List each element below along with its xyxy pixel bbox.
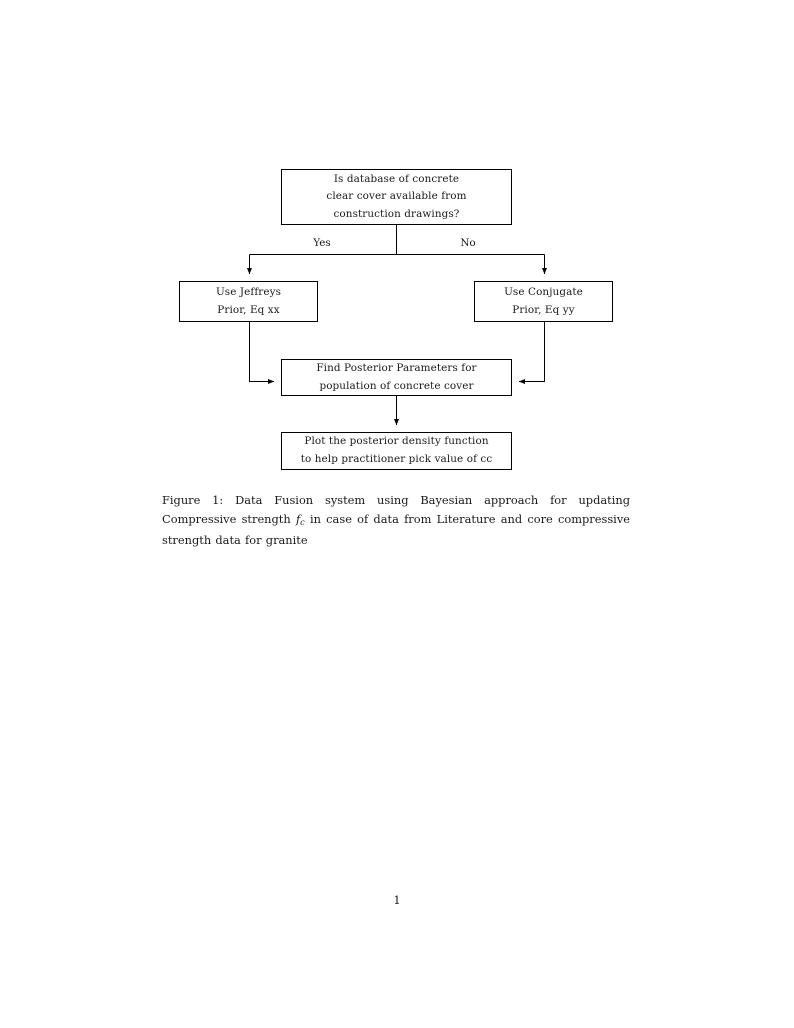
caption-text-second: in case of data from Literature and core… — [162, 511, 630, 547]
node-text-line: Is database of concrete — [333, 172, 460, 185]
branch-label-no: No — [460, 237, 476, 249]
node-text-line: Use Conjugate — [504, 285, 583, 298]
branch-label-yes: Yes — [313, 237, 331, 249]
node-text-line: Prior, Eq xx — [217, 303, 280, 316]
node-text-line: Find Posterior Parameters for — [316, 361, 477, 374]
figure-caption: Figure 1: Data Fusion system using Bayes… — [162, 491, 630, 550]
caption-math-variable: fc — [295, 511, 305, 527]
page-number: 1 — [393, 893, 401, 907]
node-text-line: Plot the posterior density function — [304, 435, 489, 448]
process-plot-posterior-density[interactable]: Plot the posterior density function to h… — [281, 432, 512, 470]
decision-database-available[interactable]: Is database of concrete clear cover avai… — [281, 169, 512, 225]
node-text-line: population of concrete cover — [319, 379, 474, 392]
caption-math-subscript: c — [300, 516, 305, 527]
figure-1: Is database of concrete clear cover avai… — [0, 0, 794, 500]
process-use-jeffreys-prior[interactable]: Use Jeffreys Prior, Eq xx — [179, 281, 318, 322]
caption-math-base: f — [295, 511, 301, 526]
node-text-line: to help practitioner pick value of cc — [300, 453, 493, 465]
process-use-conjugate-prior[interactable]: Use Conjugate Prior, Eq yy — [474, 281, 613, 322]
connector-jeffreys-to-posterior — [249, 322, 275, 385]
node-text-line: Use Jeffreys — [215, 285, 282, 298]
flowchart-connectors — [246, 225, 548, 426]
caption-text-first: Data Fusion system using Bayesian approa… — [162, 493, 630, 526]
process-find-posterior-parameters[interactable]: Find Posterior Parameters for population… — [281, 359, 512, 396]
connector-conjugate-to-posterior — [518, 322, 545, 385]
node-text-line: construction drawings? — [333, 207, 460, 220]
caption-label: Figure 1: — [162, 493, 224, 507]
node-text-line: clear cover available from — [326, 190, 467, 203]
node-text-line: Prior, Eq yy — [512, 303, 575, 316]
